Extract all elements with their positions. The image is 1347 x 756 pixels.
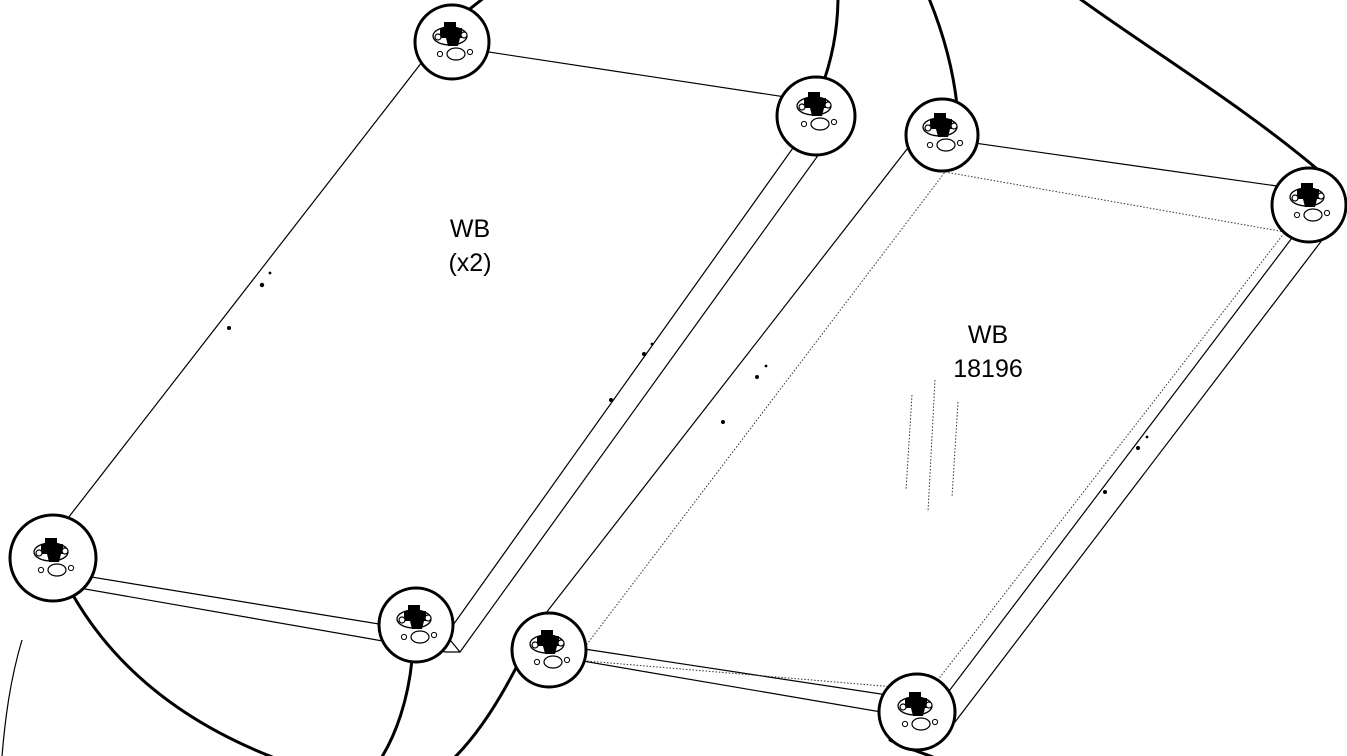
pre-drilled-hole-icon [721,420,725,424]
callout-circle [377,586,455,664]
pre-drilled-hole-icon [650,342,654,346]
callout-circle [1270,166,1347,244]
pre-drilled-hole-icon [268,271,272,275]
pre-drilled-hole-icon [642,352,646,356]
panel-wb-right [516,134,1346,723]
glass-reflection-marks [905,379,959,513]
pre-drilled-hole-icon [1103,490,1107,494]
pre-drilled-hole-icon [259,282,265,288]
panel-label-code: 18196 [953,355,1023,383]
pre-drilled-hole-icon [227,326,231,330]
callout-circle [510,611,588,689]
panel-wb-left [20,43,846,653]
callout-circle [775,75,857,157]
callout-circle [413,3,491,81]
panel-label-name: WB [450,215,490,243]
callout-circle [877,672,957,752]
panel-label-name: WB [968,321,1008,349]
pre-drilled-hole-icon [764,364,768,368]
panel-label-quantity: (x2) [448,249,491,277]
callout-circle [904,97,980,173]
callout-circle [8,513,98,603]
pre-drilled-hole-icon [609,398,613,402]
pre-drilled-hole-icon [1145,435,1149,439]
pre-drilled-hole-icon [755,375,759,379]
pre-drilled-hole-icon [1136,446,1140,450]
